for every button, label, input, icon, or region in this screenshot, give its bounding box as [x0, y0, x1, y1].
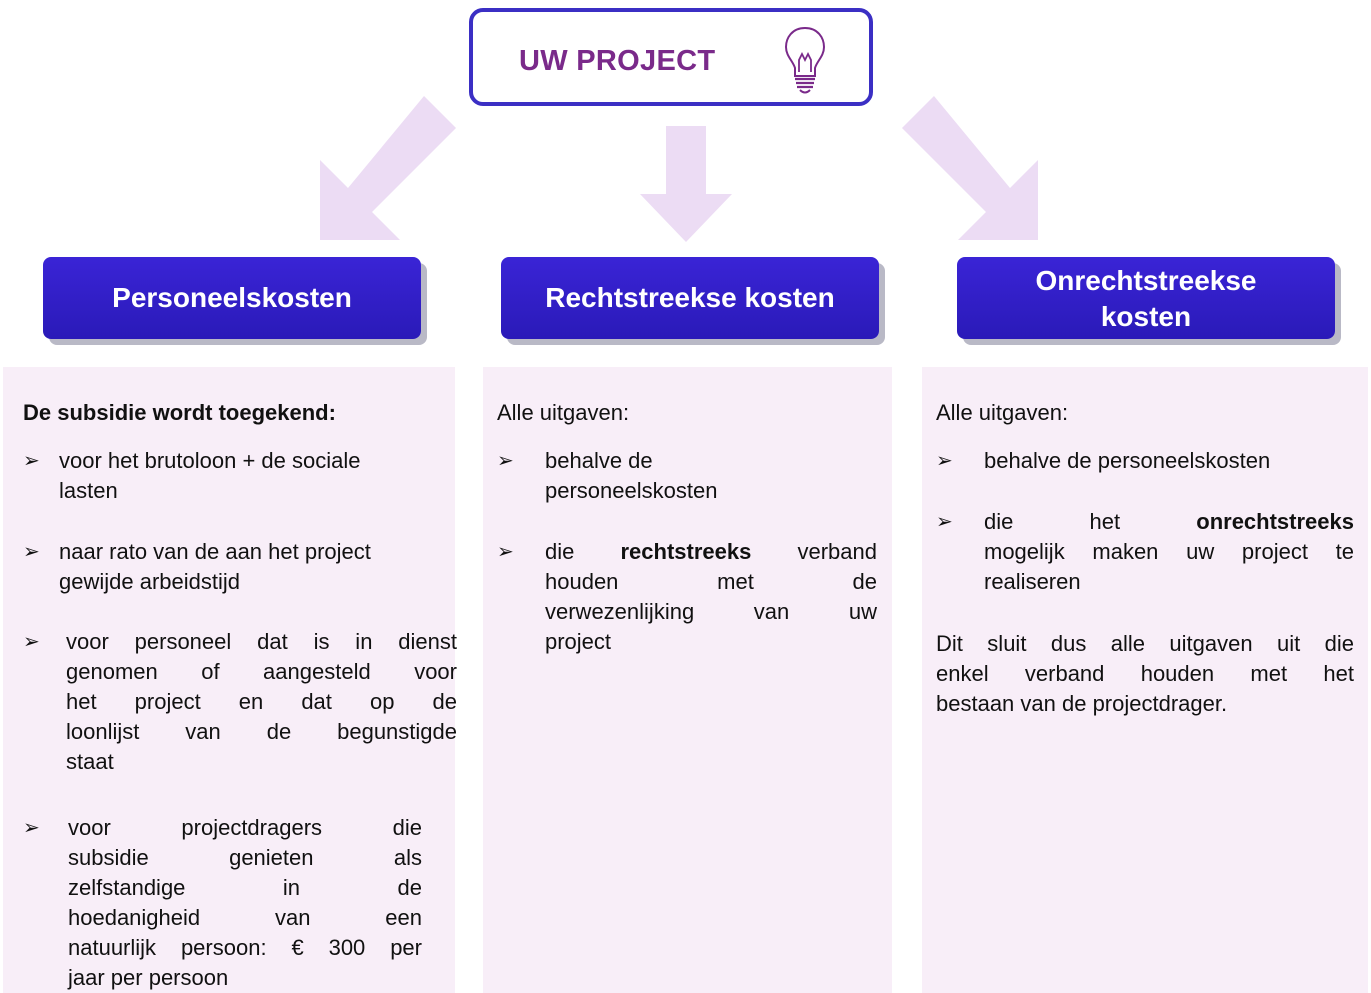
- heading-text: Rechtstreekse kosten: [545, 282, 835, 313]
- bullet-text: behalve de personeelskosten: [545, 448, 718, 503]
- bullet-text: voor projectdragers die subsidie geniete…: [68, 815, 422, 990]
- bullet-text: voor het brutoloon + de sociale lasten: [59, 448, 361, 503]
- panel-intro: Alle uitgaven:: [497, 400, 630, 425]
- bullet-arrow-icon: ➢: [23, 450, 40, 472]
- bullet-arrow-icon: ➢: [23, 631, 40, 653]
- bullet-text: naar rato van de aan het project gewijde…: [59, 539, 371, 594]
- bullet-arrow-icon: ➢: [23, 817, 40, 839]
- bullet-text: die het onrechtstreeks mogelijk maken uw…: [984, 509, 1354, 594]
- arrow-left-down: [320, 96, 456, 240]
- panel-rechtstreekse-kosten: Alle uitgaven: ➢ behalve de personeelsko…: [483, 367, 892, 993]
- bullet-arrow-icon: ➢: [497, 450, 514, 472]
- project-box: UW PROJECT: [469, 8, 873, 106]
- bullet-text: voor personeel dat is in dienst genomen …: [66, 629, 457, 774]
- panel-outro: Dit sluit dus alle uitgaven uit die enke…: [936, 631, 1354, 716]
- bullet-arrow-icon: ➢: [936, 511, 953, 533]
- panel-intro: De subsidie wordt toegekend:: [23, 400, 336, 425]
- heading-text-line2: kosten: [1100, 301, 1192, 332]
- panel-onrechtstreekse-kosten: Alle uitgaven: ➢ behalve de personeelsko…: [922, 367, 1368, 993]
- heading-rechtstreekse-kosten: Rechtstreekse kosten: [501, 257, 879, 339]
- arrow-down: [640, 126, 732, 242]
- heading-personeelskosten: Personeelskosten: [43, 257, 421, 339]
- heading-onrechtstreekse-kosten: Onrechtstreekse kosten: [957, 257, 1335, 339]
- project-title: UW PROJECT: [519, 45, 716, 77]
- lightbulb-icon: [784, 26, 826, 94]
- heading-text-line1: Onrechtstreekse: [1035, 265, 1257, 296]
- bullet-arrow-icon: ➢: [936, 450, 953, 472]
- panel-intro: Alle uitgaven:: [936, 400, 1069, 425]
- bullet-text: die rechtstreeks verband houden met de v…: [545, 539, 877, 654]
- panel-personeelskosten: De subsidie wordt toegekend: ➢ voor het …: [3, 367, 457, 993]
- bullet-arrow-icon: ➢: [497, 541, 514, 563]
- arrow-right-down: [902, 96, 1038, 240]
- bullet-arrow-icon: ➢: [23, 541, 40, 563]
- bullet-text: behalve de personeelskosten: [984, 448, 1271, 473]
- heading-text: Personeelskosten: [112, 282, 352, 313]
